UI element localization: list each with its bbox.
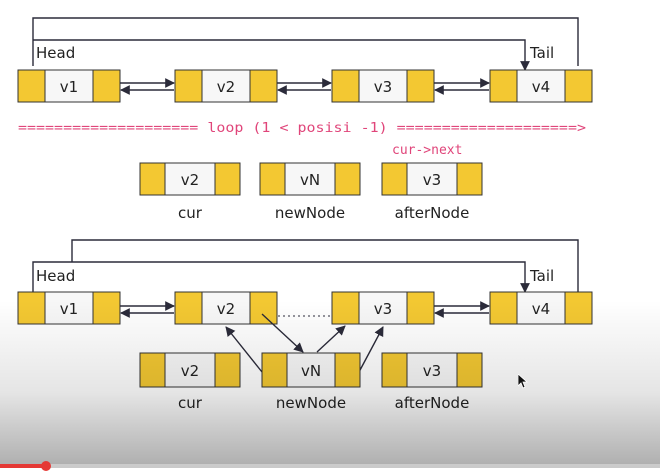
link-cur-to-newnode <box>261 313 304 353</box>
bottom-tail-loop-line <box>71 239 579 292</box>
link-newnode-to-cur <box>225 326 263 373</box>
var-newnode-label: newNode <box>275 204 345 222</box>
bottom-var-newnode-node: vN newNode <box>261 352 361 412</box>
bottom-node-4-value: v4 <box>532 300 550 318</box>
bottom-node-2-value: v2 <box>217 300 235 318</box>
bottom-node-1: v1 <box>17 291 121 325</box>
bottom-var-afternode-label: afterNode <box>395 394 470 412</box>
bottom-node-4: v4 <box>489 291 593 325</box>
bottom-head-pointer-line <box>32 261 530 293</box>
var-afternode-value: v3 <box>423 171 441 189</box>
var-afternode-node: v3 afterNode <box>381 162 483 222</box>
bottom-var-newnode-value: vN <box>301 362 321 380</box>
var-afternode-label: afterNode <box>395 204 470 222</box>
var-cur-node: v2 cur <box>139 162 241 222</box>
link-after-to-newnode <box>358 326 384 373</box>
top-node-4: v4 <box>489 69 593 103</box>
loop-annotation: ==================== loop (1 < posisi -1… <box>18 121 586 136</box>
var-newnode-value: vN <box>300 171 320 189</box>
top-node-3-value: v3 <box>374 78 392 96</box>
top-node-4-value: v4 <box>532 78 550 96</box>
top-tail-label: Tail <box>529 44 554 62</box>
top-head-label: Head <box>36 44 75 62</box>
cur-next-label: cur->next <box>392 143 462 158</box>
link-newnode-to-after <box>316 325 346 353</box>
top-node-1: v1 <box>17 69 121 103</box>
top-node-2: v2 <box>174 69 278 103</box>
bottom-node-2: v2 <box>174 291 278 325</box>
top-node-3: v3 <box>331 69 435 103</box>
bottom-node-3-value: v3 <box>374 300 392 318</box>
top-node-2-value: v2 <box>217 78 235 96</box>
bottom-var-newnode-label: newNode <box>276 394 346 412</box>
cursor-arrow-icon <box>518 374 529 389</box>
var-cur-value: v2 <box>181 171 199 189</box>
top-head-pointer-line <box>33 39 530 71</box>
var-newnode-node: vN newNode <box>259 162 361 222</box>
top-tail-loop-line <box>32 17 579 66</box>
video-progress-handle[interactable] <box>41 461 52 471</box>
bottom-node-1-value: v1 <box>60 300 78 318</box>
bottom-var-cur-value: v2 <box>181 362 199 380</box>
video-progress-fill <box>0 464 47 468</box>
video-progress-bar[interactable] <box>0 461 660 471</box>
var-cur-label: cur <box>178 204 203 222</box>
top-node-1-value: v1 <box>60 78 78 96</box>
bottom-tail-label: Tail <box>529 267 554 285</box>
bottom-var-cur-node: v2 cur <box>139 352 241 412</box>
bottom-var-cur-label: cur <box>178 394 203 412</box>
bottom-node-3: v3 <box>331 291 435 325</box>
bottom-var-afternode-value: v3 <box>423 362 441 380</box>
bottom-var-afternode-node: v3 afterNode <box>381 352 483 412</box>
bottom-head-label: Head <box>36 267 75 285</box>
